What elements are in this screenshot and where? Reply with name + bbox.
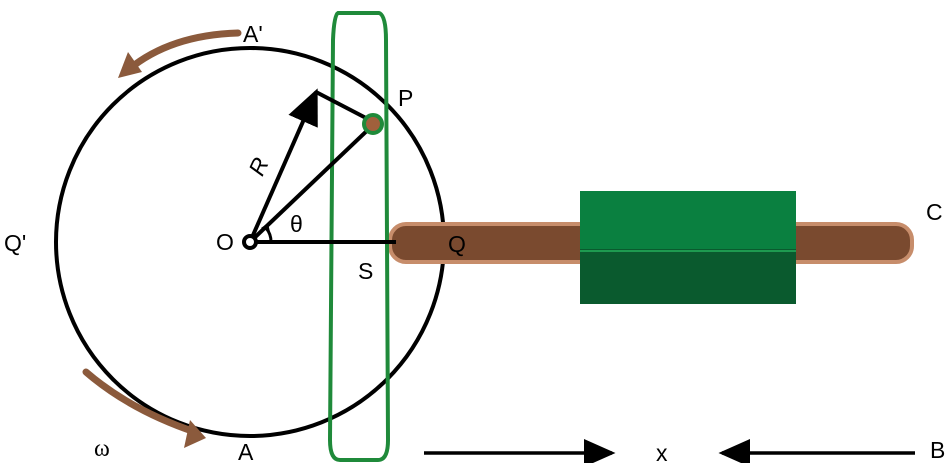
label-c: C (926, 199, 943, 225)
label-r: R (243, 153, 274, 179)
label-omega: ω (94, 436, 110, 462)
center-point (242, 234, 258, 250)
rotation-arrow-bottom (82, 368, 199, 436)
rotation-arrow-top (124, 29, 242, 74)
rotation-arrow-bottom-head (184, 420, 206, 448)
label-o: O (216, 229, 234, 255)
label-s: S (358, 258, 373, 284)
rotation-arrow-top-head (118, 52, 142, 78)
pin-point (362, 113, 384, 135)
label-q-prime: Q' (4, 230, 26, 256)
slider-block-bottom (580, 249, 796, 304)
label-a-prime: A' (243, 21, 263, 47)
label-p: P (398, 85, 413, 111)
label-b: B (930, 437, 945, 463)
label-a: A (238, 439, 254, 463)
radius-arrow-tail (315, 90, 367, 120)
radius-arrow (248, 88, 318, 243)
theta-arc-head (261, 223, 270, 232)
slider-block-top (580, 191, 796, 249)
line-OP (248, 123, 375, 244)
label-q: Q (448, 231, 466, 257)
label-x: x (656, 440, 668, 463)
slotted-yoke (327, 11, 391, 462)
label-theta: θ (290, 211, 303, 237)
